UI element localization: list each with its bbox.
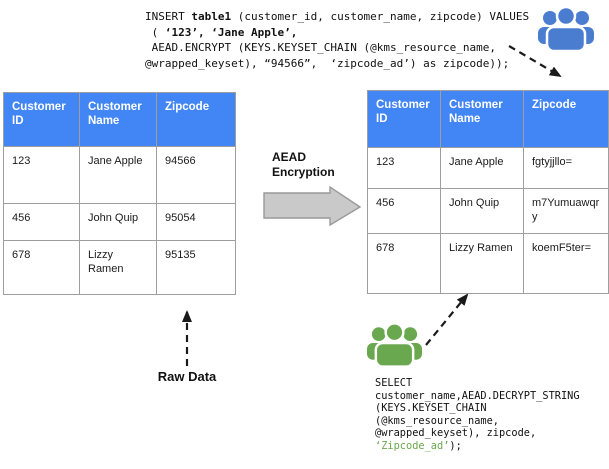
users-group-icon-blue xyxy=(538,5,594,52)
table-cell: Lizzy Ramen xyxy=(440,233,524,294)
table-row: 123 Jane Apple 94566 xyxy=(3,146,236,204)
table-row: 678 Lizzy Ramen 95135 xyxy=(3,240,236,295)
code-line: SELECT xyxy=(375,377,580,390)
label-line: AEAD xyxy=(272,150,307,164)
column-header: Zipcode xyxy=(156,92,236,147)
table-cell: Jane Apple xyxy=(79,146,157,204)
table-cell: koemF5ter= xyxy=(523,233,609,294)
users-group-icon-green xyxy=(367,322,422,368)
table-cell: m7Yumuawqry xyxy=(523,188,609,234)
code-text: customer_name,AEAD.DECRYPT_STRING xyxy=(375,389,580,402)
table-cell: John Quip xyxy=(440,188,524,234)
table-cell: 678 xyxy=(3,240,80,295)
code-text: @wrapped_keyset), zipcode, xyxy=(375,427,537,440)
code-line: @wrapped_keyset), zipcode, xyxy=(375,427,580,440)
code-line: (@kms_resource_name, xyxy=(375,415,580,428)
code-text-bold: ‘123’, ‘Jane Apple’, xyxy=(164,25,298,39)
code-text: ); xyxy=(449,439,462,452)
code-line: customer_name,AEAD.DECRYPT_STRING xyxy=(375,390,580,403)
code-line: AEAD.ENCRYPT (KEYS.KEYSET_CHAIN (@kms_re… xyxy=(145,40,529,56)
raw-data-table: Customer ID Customer Name Zipcode 123 Ja… xyxy=(3,92,236,295)
table-cell: 95054 xyxy=(156,203,236,241)
code-text-bold: table1 xyxy=(191,10,232,23)
table-cell: Lizzy Ramen xyxy=(79,240,157,295)
table-cell: fgtyjjllo= xyxy=(523,147,609,189)
table-row: 123 Jane Apple fgtyjjllo= xyxy=(367,147,609,189)
code-line: @wrapped_keyset), “94566”, ‘zipcode_ad’)… xyxy=(145,56,529,72)
table-cell: John Quip xyxy=(79,203,157,241)
code-text: AEAD.ENCRYPT (KEYS.KEYSET_CHAIN (@kms_re… xyxy=(145,41,496,54)
code-text: (customer_id, customer_name, zipcode) VA… xyxy=(231,10,530,23)
dashed-arrow-insert xyxy=(508,45,562,78)
table-cell: 678 xyxy=(367,233,441,294)
table-cell: 456 xyxy=(367,188,441,234)
table-row: 456 John Quip m7Yumuawqry xyxy=(367,188,609,234)
table-cell: 95135 xyxy=(156,240,236,295)
table-header-row: Customer ID Customer Name Zipcode xyxy=(367,90,609,148)
code-text: SELECT xyxy=(375,377,413,389)
code-line: INSERT table1 (customer_id, customer_nam… xyxy=(145,9,529,25)
table-cell: Jane Apple xyxy=(440,147,524,189)
column-header: Customer ID xyxy=(3,92,80,147)
code-line: (KEYS.KEYSET_CHAIN xyxy=(375,402,580,415)
table-row: 678 Lizzy Ramen koemF5ter= xyxy=(367,233,609,294)
code-text-green: ‘Zipcode_ad’ xyxy=(375,439,450,452)
encryption-block-arrow xyxy=(263,185,362,227)
code-text: ( xyxy=(145,25,165,39)
label-line: Encryption xyxy=(272,165,335,179)
encrypted-data-table: Customer ID Customer Name Zipcode 123 Ja… xyxy=(367,90,609,294)
table-cell: 456 xyxy=(3,203,80,241)
table-cell: 123 xyxy=(367,147,441,189)
column-header: Customer ID xyxy=(367,90,441,148)
insert-query-code: INSERT table1 (customer_id, customer_nam… xyxy=(145,9,529,71)
raw-data-label: Raw Data xyxy=(157,369,217,384)
dashed-arrow-raw-data xyxy=(182,310,192,366)
code-text: @wrapped_keyset), “94566”, ‘zipcode_ad’)… xyxy=(145,56,510,70)
table-header-row: Customer ID Customer Name Zipcode xyxy=(3,92,236,147)
code-line: ( ‘123’, ‘Jane Apple’, xyxy=(145,25,529,41)
code-line: ‘Zipcode_ad’); xyxy=(375,440,580,453)
dashed-arrow-select xyxy=(425,293,469,346)
select-query-code: SELECT customer_name,AEAD.DECRYPT_STRING… xyxy=(375,377,580,453)
code-text: (@kms_resource_name, xyxy=(375,414,499,427)
column-header: Customer Name xyxy=(440,90,524,148)
code-text: INSERT xyxy=(145,10,192,23)
column-header: Zipcode xyxy=(523,90,609,148)
table-row: 456 John Quip 95054 xyxy=(3,203,236,241)
table-cell: 94566 xyxy=(156,146,236,204)
column-header: Customer Name xyxy=(79,92,157,147)
aead-encryption-label: AEAD Encryption xyxy=(272,150,335,180)
table-cell: 123 xyxy=(3,146,80,204)
code-text: (KEYS.KEYSET_CHAIN xyxy=(375,402,487,415)
